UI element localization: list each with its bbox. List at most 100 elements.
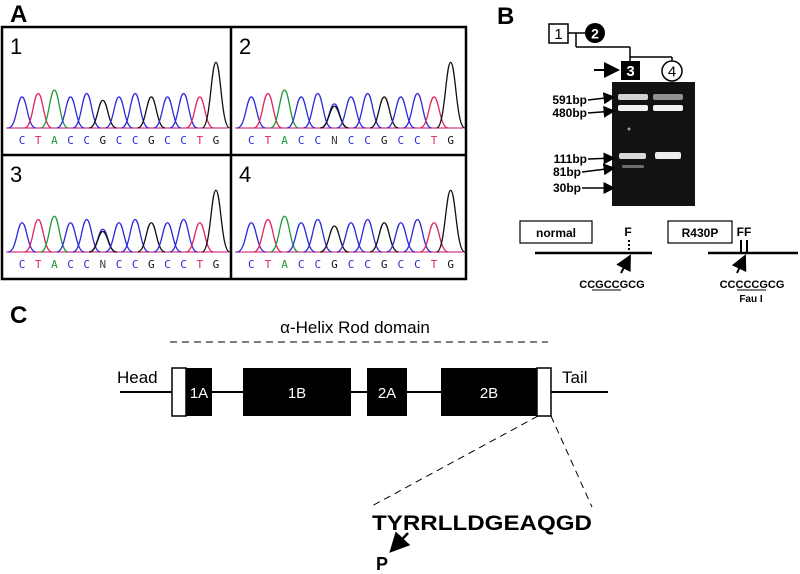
mutant-sequence: CCCCCGCG	[720, 279, 785, 291]
ladder-label-111: 111bp	[554, 152, 587, 166]
head-label: Head	[117, 368, 158, 387]
restriction-map-normal: normal F CCGCCGCG	[519, 220, 652, 291]
quadrant-number: 2	[239, 34, 251, 59]
base-call: A	[51, 134, 58, 147]
segment-2b: 2B	[480, 385, 498, 402]
protein-domain-diagram: α-Helix Rod domain Head Tail 1A 1B 2A 2B…	[117, 318, 608, 574]
base-call: T	[196, 258, 203, 271]
base-call: N	[100, 258, 107, 271]
base-call: G	[213, 134, 220, 147]
base-call: C	[180, 258, 187, 271]
trace-peak-g	[435, 189, 466, 253]
proband-symbol	[621, 61, 640, 80]
base-call: C	[414, 258, 421, 271]
trace-peak-t	[419, 222, 449, 253]
father-number: 1	[554, 26, 562, 43]
quadrant-number: 3	[10, 162, 22, 187]
trace-peak-g	[201, 189, 231, 253]
base-call: T	[35, 134, 42, 147]
mutant-box-label: R430P	[682, 226, 719, 240]
base-call: C	[132, 134, 139, 147]
base-call: G	[213, 258, 220, 271]
trace-peak-g	[320, 105, 349, 129]
base-call: C	[164, 258, 171, 271]
ladder-label-30: 30bp	[553, 181, 581, 195]
base-call: T	[431, 134, 438, 147]
base-call: C	[67, 258, 74, 271]
base-call: C	[348, 258, 355, 271]
base-call: C	[298, 258, 305, 271]
normal-site-mark: F	[624, 225, 631, 239]
base-call: C	[164, 134, 171, 147]
base-call: G	[447, 258, 454, 271]
sibling-symbol	[661, 60, 683, 82]
base-call: C	[314, 258, 321, 271]
trace-peak-c	[303, 92, 333, 129]
mother-number: 2	[591, 26, 599, 42]
quadrant-number: 1	[10, 34, 22, 59]
base-call: G	[381, 134, 388, 147]
segment-1a: 1A	[190, 385, 208, 402]
base-call: C	[67, 134, 74, 147]
base-call: G	[381, 258, 388, 271]
quadrant-number: 4	[239, 162, 251, 187]
mutation-sequence: TYRRLLDGEAQGD	[372, 512, 592, 535]
tail-label: Tail	[562, 368, 588, 387]
base-call: G	[148, 258, 155, 271]
base-call: G	[148, 134, 155, 147]
base-call: C	[180, 134, 187, 147]
restriction-map-mutant: R430P FF CCCCCGCG Fau I	[667, 220, 798, 305]
substitution-residue: P	[376, 554, 388, 574]
base-call: C	[116, 258, 123, 271]
chromatogram-grid	[0, 25, 468, 281]
base-call: C	[132, 258, 139, 271]
base-call: G	[331, 258, 338, 271]
panel-b-label: B	[497, 3, 514, 30]
ladder: 591bp 480bp 111bp 81bp 30bp	[552, 92, 616, 195]
base-call: C	[414, 134, 421, 147]
base-call: T	[265, 258, 272, 271]
domain-title: α-Helix Rod domain	[280, 318, 430, 337]
base-call: C	[364, 134, 371, 147]
base-call: C	[348, 134, 355, 147]
base-call: C	[83, 134, 90, 147]
base-call: G	[100, 134, 107, 147]
normal-box-label: normal	[536, 226, 576, 240]
base-call: C	[19, 258, 26, 271]
base-call: C	[248, 134, 255, 147]
base-call: N	[331, 134, 338, 147]
ladder-label-81: 81bp	[553, 165, 581, 179]
base-call: C	[398, 258, 405, 271]
substitution-arrow	[389, 531, 411, 553]
base-call: C	[116, 134, 123, 147]
base-call: C	[298, 134, 305, 147]
ladder-label-591: 591bp	[552, 93, 587, 107]
gel-image	[612, 82, 695, 206]
mother-symbol	[585, 23, 605, 43]
mutant-site-mark: FF	[737, 225, 752, 239]
base-call: C	[19, 134, 26, 147]
ladder-label-480: 480bp	[552, 106, 587, 120]
base-call: T	[35, 258, 42, 271]
base-call: C	[314, 134, 321, 147]
normal-sequence: CCGCCGCG	[579, 279, 644, 291]
trace-peak-g	[201, 61, 231, 129]
segment-2a: 2A	[378, 385, 396, 402]
base-call: A	[281, 134, 288, 147]
base-call: G	[447, 134, 454, 147]
base-call: A	[281, 258, 288, 271]
base-call: T	[431, 258, 438, 271]
sibling-number: 4	[668, 64, 676, 81]
panel-c-label: C	[10, 302, 27, 329]
trace-peak-t	[185, 222, 214, 253]
base-call: A	[51, 258, 58, 271]
segment-1b: 1B	[288, 385, 306, 402]
base-call: T	[265, 134, 272, 147]
trace-peak-g	[435, 61, 466, 129]
